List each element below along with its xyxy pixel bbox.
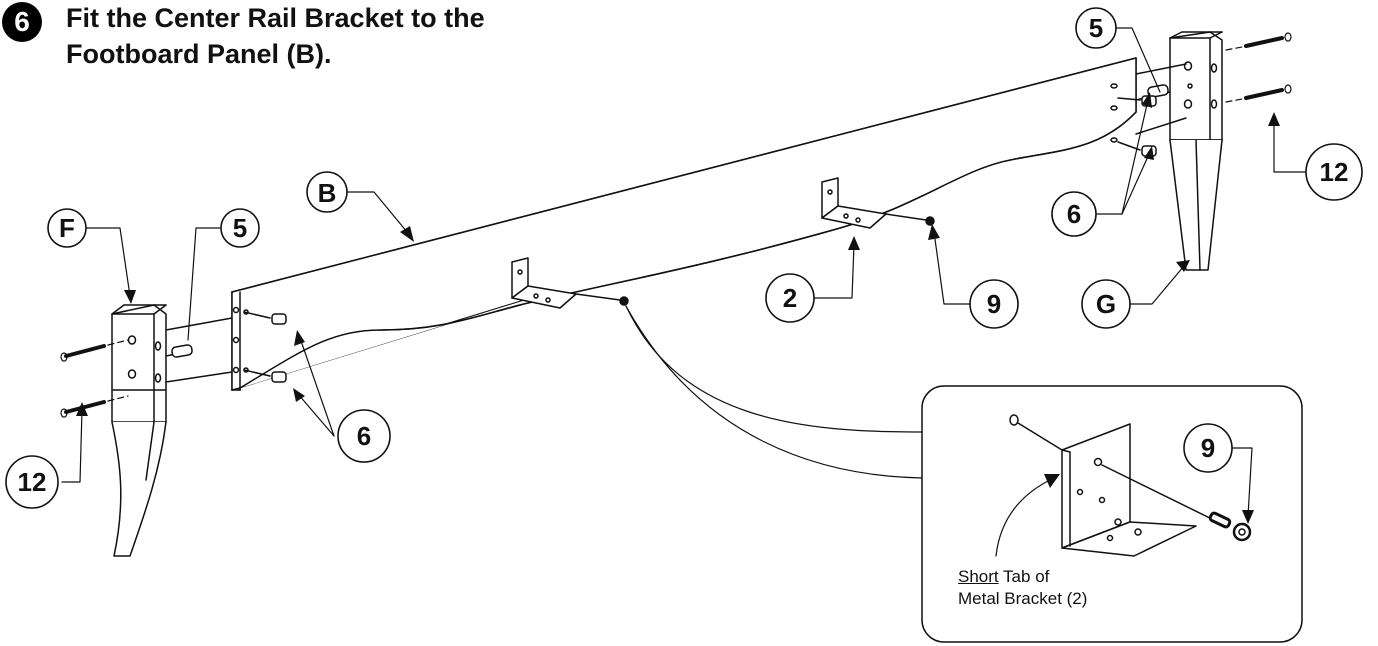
detail-note-underlined: Short bbox=[958, 567, 999, 586]
leg-f bbox=[111, 304, 167, 557]
leader-lines bbox=[61, 27, 1307, 524]
footboard-panel-b bbox=[231, 57, 1137, 391]
detail-note-line1: Tab of bbox=[998, 567, 1050, 586]
left-hardware bbox=[60, 309, 287, 418]
label-9-detail: 9 bbox=[1201, 433, 1215, 463]
label-5-left: 5 bbox=[233, 213, 247, 243]
label-5-right: 5 bbox=[1089, 13, 1103, 43]
label-12-left: 12 bbox=[18, 467, 47, 497]
step-title-line2: Footboard Panel (B). bbox=[66, 39, 332, 69]
label-6-left: 6 bbox=[357, 421, 371, 451]
label-12-right: 12 bbox=[1320, 157, 1349, 187]
step-title-line1: Fit the Center Rail Bracket to the bbox=[66, 3, 485, 33]
label-b: B bbox=[318, 178, 337, 208]
label-9-main: 9 bbox=[987, 289, 1001, 319]
leg-g bbox=[1169, 31, 1223, 271]
detail-note: Short Tab of Metal Bracket (2) bbox=[958, 566, 1087, 610]
step-number-badge: 6 bbox=[2, 2, 42, 42]
label-2-bracket: 2 bbox=[783, 283, 797, 313]
bracket-right bbox=[821, 177, 935, 229]
label-6-right: 6 bbox=[1067, 199, 1081, 229]
part-labels: B F 5 12 6 2 9 G 12 6 5 9 bbox=[5, 7, 1363, 509]
detail-note-line2: Metal Bracket (2) bbox=[958, 589, 1088, 608]
bracket-left bbox=[511, 257, 629, 309]
label-g: G bbox=[1096, 289, 1116, 319]
step-title: Fit the Center Rail Bracket to the Footb… bbox=[66, 0, 485, 72]
label-f: F bbox=[59, 213, 75, 243]
